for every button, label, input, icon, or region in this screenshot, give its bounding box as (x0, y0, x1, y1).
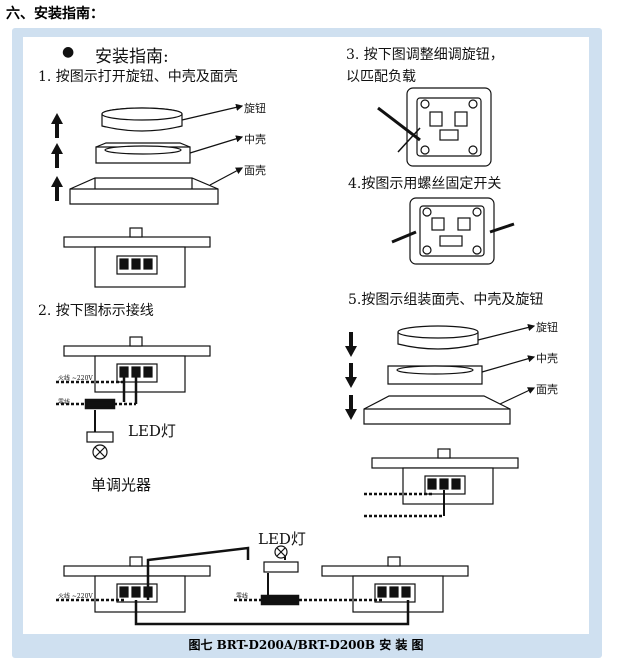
wires-bottom (56, 546, 410, 626)
step-3-text-line1: 3. 按下图调整细调旋钮， (346, 47, 504, 63)
title-bullet: ● (62, 44, 75, 60)
switch-body-bottom-right (321, 556, 469, 613)
step-4-text: 4.按图示用螺丝固定开关 (348, 176, 502, 192)
face-shell-drawing (69, 177, 219, 205)
figure-caption: 图七 BRT-D200A/BRT-D200B 安 装 图 (188, 638, 424, 652)
back-plate-4 (391, 197, 515, 265)
live-wire-label: 火线 ~220V (58, 375, 93, 382)
live-wire-label-bottom: 火线 ~220V (58, 593, 93, 600)
back-plate-3 (377, 87, 492, 167)
face-shell-drawing-5 (363, 395, 511, 425)
section-heading: 六、安装指南： (6, 6, 104, 22)
down-arrows (345, 332, 357, 420)
up-arrows (51, 113, 63, 201)
switch-body-2 (63, 336, 211, 393)
knob-drawing (101, 107, 183, 132)
face-shell-label-1: 面壳 (244, 164, 266, 177)
middle-shell-label-5: 中壳 (536, 352, 558, 365)
switch-body-bottom-left (63, 556, 211, 613)
install-guide-title: 安装指南: (95, 47, 169, 67)
middle-shell-drawing (95, 142, 191, 164)
step-1-text: 1. 按图示打开旋钮、中壳及面壳 (38, 69, 238, 85)
neutral-wire-label-bottom: 零线 (236, 593, 249, 600)
wires-2 (56, 372, 138, 410)
middle-shell-label-1: 中壳 (244, 133, 266, 146)
knob-label-1: 旋钮 (244, 102, 266, 115)
knob-label-5: 旋钮 (536, 321, 558, 334)
switch-body-5 (364, 448, 519, 518)
middle-shell-drawing-5 (387, 365, 483, 385)
face-shell-label-5: 面壳 (536, 383, 558, 396)
step-2-text: 2. 按下图标示接线 (38, 303, 154, 319)
led-lamp-label-bottom: LED灯 (258, 530, 306, 548)
neutral-wire-label: 零线 (58, 399, 71, 406)
step-5-text: 5.按图示组装面壳、中壳及旋钮 (348, 292, 544, 308)
knob-drawing-5 (397, 325, 479, 350)
switch-body-1 (63, 227, 211, 288)
step-3-text-line2: 以匹配负载 (346, 69, 416, 85)
led-lamp-label: LED灯 (128, 422, 176, 440)
lamp-2 (86, 410, 114, 460)
single-dimmer-label: 单调光器 (91, 476, 152, 494)
lamp-bottom (263, 545, 299, 573)
